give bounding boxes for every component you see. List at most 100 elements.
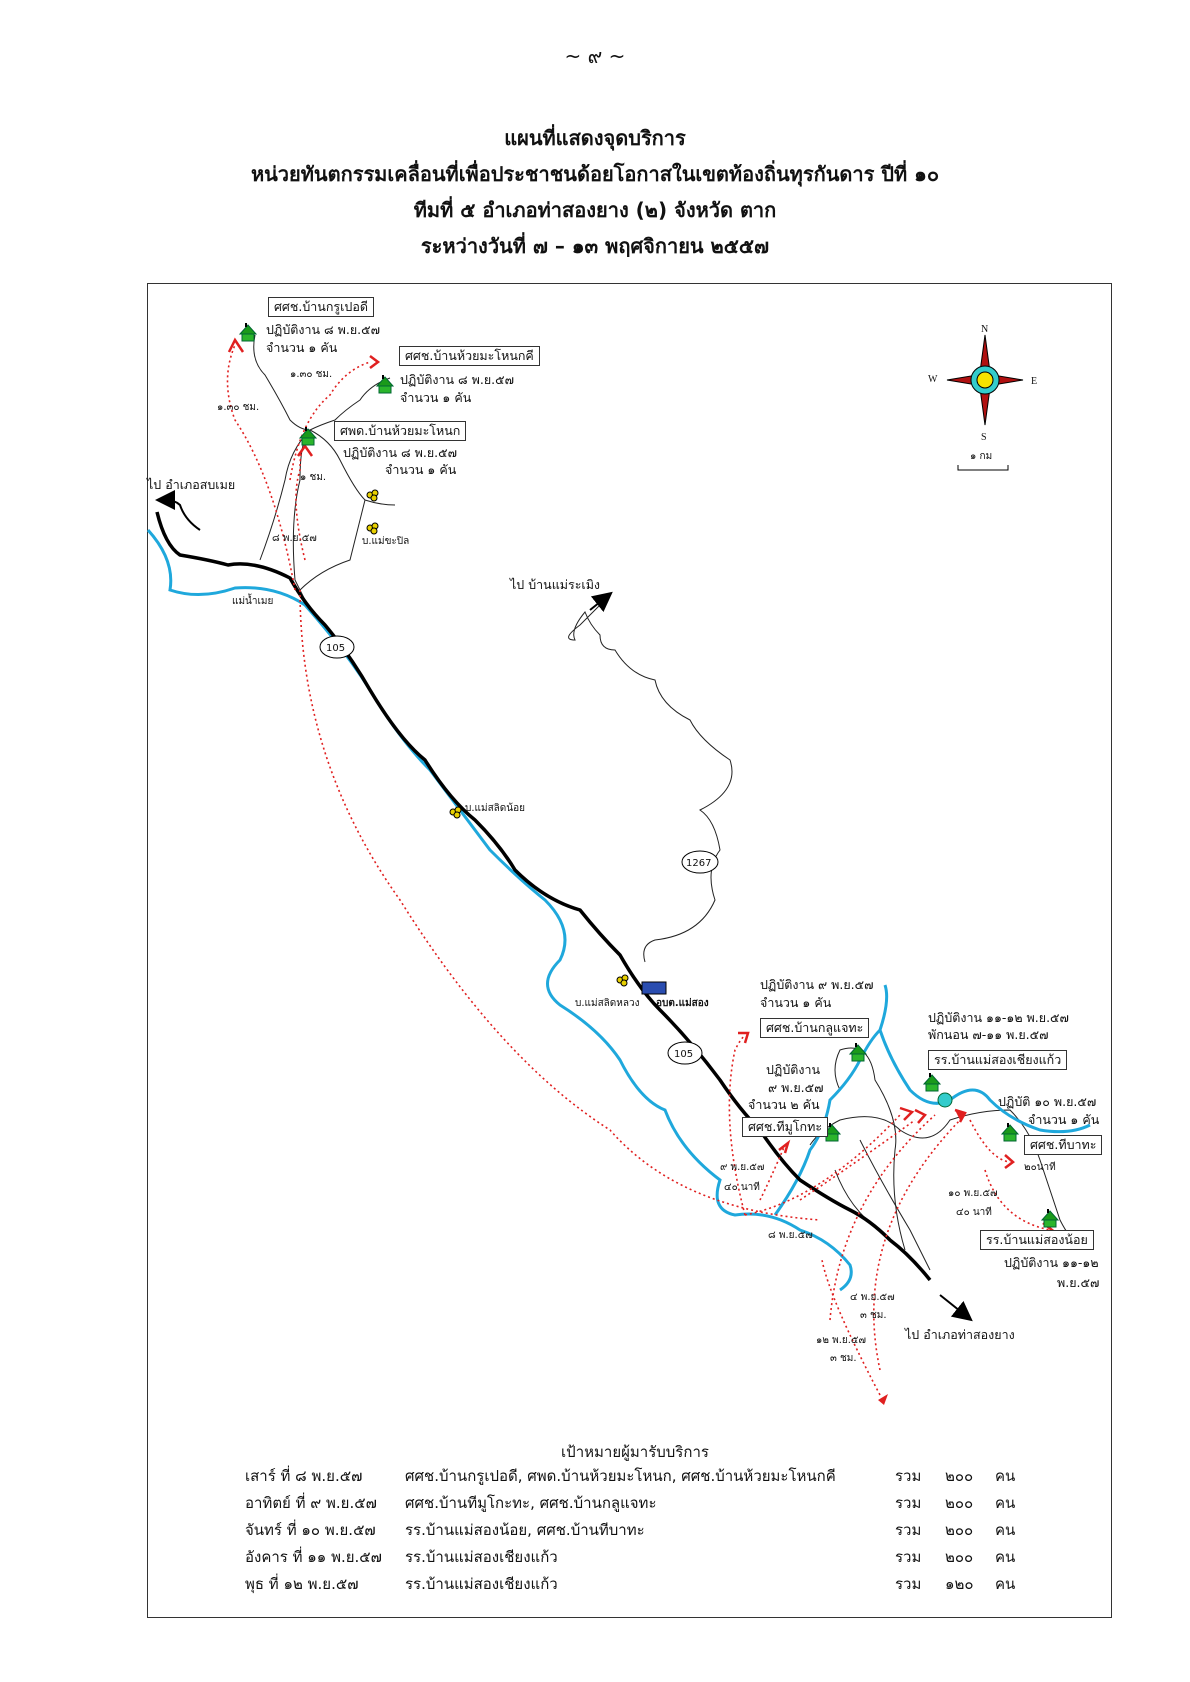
village-icon xyxy=(366,489,379,502)
legend-row-count: ๒๐๐ xyxy=(945,1494,974,1512)
road-number: 105 xyxy=(674,1049,694,1060)
legend-row-day: อาทิตย์ ที่ ๙ พ.ย.๕๗ xyxy=(245,1494,377,1512)
route-note: ๘ พ.ย.๕๗ xyxy=(272,533,317,544)
legend-title: เป้าหมายผู้มารับบริการ xyxy=(561,1443,709,1461)
site-name-huai-ma-nok: ศพด.บ้านห้วยมะโหนก xyxy=(334,421,467,441)
route-note: ๑.๓๐ ชม. xyxy=(217,402,260,413)
site-name-chiang-kaeo: รร.บ้านแม่สองเชียงแก้ว xyxy=(928,1050,1068,1070)
route-note: ๙ พ.ย.๕๗ xyxy=(720,1162,765,1173)
site-icon-huai-ma-nok-khi xyxy=(376,374,394,394)
site-name-thi-mu-ko-tha: ศศช.ทีมูโกทะ xyxy=(742,1117,829,1137)
legend-row-unit: คน xyxy=(995,1521,1016,1539)
route-note: ๘ พ.ย.๕๗ xyxy=(768,1230,813,1241)
road-shield-105b xyxy=(667,1041,703,1065)
site-name-mae-song-noi: รร.บ้านแม่สองน้อย xyxy=(980,1230,1094,1250)
site-icon-mae-song-noi xyxy=(1041,1208,1059,1228)
legend-row-unit: คน xyxy=(995,1548,1016,1566)
site-name-thi-ba-tha: ศศช.ทีบาทะ xyxy=(1024,1135,1103,1155)
route-note: ๔๐ นาที xyxy=(724,1182,760,1193)
legend-row-total-label: รวม xyxy=(895,1548,922,1566)
road-shield-1267 xyxy=(681,850,719,874)
legend-row-sites: ศศช.บ้านกรูเปอดี, ศพด.บ้านห้วยมะโหนก, ศศ… xyxy=(405,1467,836,1485)
river-tributary xyxy=(773,984,1091,1216)
village-icon xyxy=(616,974,629,987)
road-shield-105 xyxy=(319,635,355,659)
legend-row-count: ๒๐๐ xyxy=(945,1467,974,1485)
place-label: ไป อำเภอท่าสองยาง xyxy=(905,1327,1015,1342)
route-note: ๑๐ พ.ย.๕๗ xyxy=(948,1188,998,1199)
site-units: จำนวน ๑ คัน xyxy=(400,390,472,405)
site-work: ปฏิบัติงาน xyxy=(766,1062,821,1077)
site-work: ปฏิบัติงาน ๑๑-๑๒ xyxy=(1004,1255,1099,1270)
site-date: พ.ย.๕๗ xyxy=(1057,1275,1100,1290)
legend-row-unit: คน xyxy=(995,1575,1016,1593)
site-work: ปฏิบัติงาน ๘ พ.ย.๕๗ xyxy=(400,372,515,387)
title-line-3: ทีมที่ ๕ อำเภอท่าสองยาง (๒) จังหวัด ตาก xyxy=(413,198,777,222)
highway-105 xyxy=(155,511,932,1282)
road-number: 1267 xyxy=(686,858,712,869)
site-time: ๒๐นาที xyxy=(1024,1162,1056,1173)
arrow-to-tha-song-yang xyxy=(939,1294,973,1322)
legend-row-unit: คน xyxy=(995,1467,1016,1485)
site-name-huai-ma-nok-khi: ศศช.บ้านห้วยมะโหนกคี xyxy=(399,346,540,366)
legend-row-count: ๑๒๐ xyxy=(945,1575,974,1593)
place-label: ไป อำเภอสบเมย xyxy=(147,477,236,492)
scale-bar xyxy=(957,465,1009,471)
service-routes xyxy=(226,344,1051,1396)
arrow-to-sop-moei xyxy=(155,490,201,531)
site-name-kru-pe-di: ศศช.บ้านกรูเปอดี xyxy=(268,297,374,317)
site-icon-chiang-kaeo xyxy=(923,1072,941,1092)
place-label: บ.แม่สลิดน้อย xyxy=(465,803,525,814)
legend-row-total-label: รวม xyxy=(895,1494,922,1512)
legend-row-day: อังคาร ที่ ๑๑ พ.ย.๕๗ xyxy=(245,1548,382,1566)
legend-row-sites: ศศช.บ้านทีมูโกะทะ, ศศช.บ้านกลูแจทะ xyxy=(405,1494,657,1512)
legend-row-count: ๒๐๐ xyxy=(945,1548,974,1566)
legend-row-day: จันทร์ ที่ ๑๐ พ.ย.๕๗ xyxy=(245,1521,376,1539)
route-note: ๑.๓๐ ชม. xyxy=(290,369,333,380)
route-note: ๓ ชม. xyxy=(860,1310,887,1321)
site-work: ปฏิบัติงาน ๘ พ.ย.๕๗ xyxy=(266,322,381,337)
site-units: จำนวน ๒ คัน xyxy=(748,1097,820,1112)
route-note: ๔ พ.ย.๕๗ xyxy=(850,1292,895,1303)
route-note: ๑ ชม. xyxy=(300,472,327,483)
legend-row-count: ๒๐๐ xyxy=(945,1521,974,1539)
route-note: ๔๐ นาที xyxy=(956,1207,992,1218)
compass-w: W xyxy=(928,374,938,385)
site-work: ปฏิบัติงาน ๘ พ.ย.๕๗ xyxy=(343,445,458,460)
title-line-4: ระหว่างวันที่ ๗ – ๑๓ พฤศจิกายน ๒๕๕๗ xyxy=(420,234,770,258)
site-work: ปฏิบัติ ๑๐ พ.ย.๕๗ xyxy=(998,1094,1097,1109)
site-units: จำนวน ๑ คัน xyxy=(760,995,832,1010)
village-icon xyxy=(366,522,379,535)
place-label: แม่น้ำเมย xyxy=(232,596,274,607)
arrow-to-mae-ramoeng xyxy=(589,591,613,613)
legend-row-sites: รร.บ้านแม่สองเชียงแก้ว xyxy=(405,1548,558,1566)
compass-n: N xyxy=(981,324,989,335)
route-note: ๓ ชม. xyxy=(830,1353,857,1364)
site-icon-thi-ba-tha xyxy=(1001,1122,1019,1142)
legend-row-sites: รร.บ้านแม่สองเชียงแก้ว xyxy=(405,1575,558,1593)
legend-row-total-label: รวม xyxy=(895,1521,922,1539)
place-label: บ.แม่ขะปิล xyxy=(362,536,410,547)
title-line-2: หน่วยทันตกรรมเคลื่อนที่เพื่อประชาชนด้อยโ… xyxy=(250,162,940,186)
route-note: ๑๒ พ.ย.๕๗ xyxy=(816,1335,867,1346)
site-units: จำนวน ๑ คัน xyxy=(385,462,457,477)
site-date: ๙ พ.ย.๕๗ xyxy=(768,1080,824,1095)
place-label: บ.แม่สลิดหลวง xyxy=(575,998,640,1009)
site-work: ปฏิบัติงาน ๙ พ.ย.๕๗ xyxy=(760,977,874,992)
site-stay: พักนอน ๗-๑๑ พ.ย.๕๗ xyxy=(928,1027,1049,1042)
tent-icon xyxy=(937,1092,953,1108)
legend-row-unit: คน xyxy=(995,1494,1016,1512)
local-roads xyxy=(253,334,1081,1271)
compass-s: S xyxy=(981,432,987,443)
site-icon-klu-chae-tha xyxy=(849,1042,867,1062)
site-units: จำนวน ๑ คัน xyxy=(1028,1112,1100,1127)
legend-row-sites: รร.บ้านแม่สองน้อย, ศศช.บ้านทีบาทะ xyxy=(405,1521,645,1539)
road-number: 105 xyxy=(326,643,346,654)
compass-e: E xyxy=(1031,376,1038,387)
site-icon-huai-ma-nok xyxy=(299,426,317,446)
legend-row-total-label: รวม xyxy=(895,1575,922,1593)
page-number: ~ ๙ ~ xyxy=(564,44,626,68)
place-label: ไป บ้านแม่ระเมิง xyxy=(510,577,601,592)
site-icon-kru-pe-di xyxy=(239,322,257,342)
